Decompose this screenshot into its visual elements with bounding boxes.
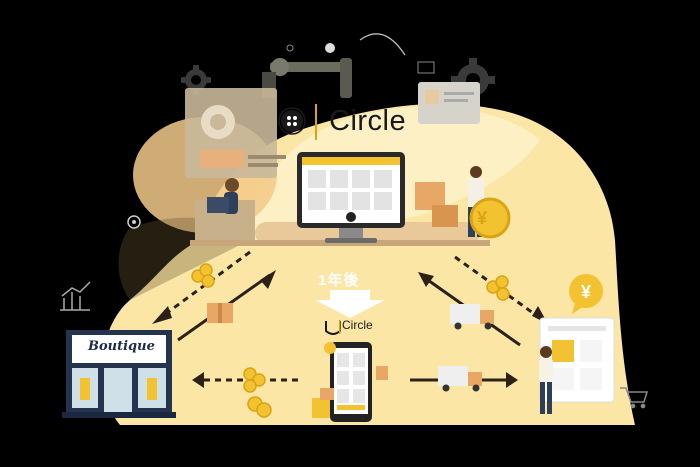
percent-badge-icon bbox=[324, 342, 336, 354]
arrowhead bbox=[260, 270, 276, 289]
coin-icon bbox=[469, 197, 511, 239]
truck-icon bbox=[450, 304, 494, 330]
coin-icon bbox=[486, 275, 510, 301]
down-arrow-icon bbox=[315, 290, 385, 318]
profile-panel bbox=[418, 82, 480, 124]
yen-symbol: ¥ bbox=[580, 282, 591, 302]
cart-icon bbox=[620, 387, 649, 409]
coin-icon bbox=[191, 263, 215, 288]
mail-icon bbox=[417, 61, 435, 74]
timeline-label: 1年後 bbox=[318, 272, 360, 289]
arrowhead bbox=[418, 272, 434, 287]
dot-icon bbox=[325, 43, 335, 53]
arrowhead bbox=[506, 372, 518, 388]
coin-yen-symbol: ¥ bbox=[477, 208, 488, 228]
parcel-icon bbox=[207, 303, 233, 323]
dashboard-panel bbox=[185, 88, 286, 178]
brand-title: Circle bbox=[329, 105, 407, 137]
chart-icon bbox=[60, 281, 91, 311]
dot-icon bbox=[286, 44, 294, 52]
curved-arrow-icon bbox=[359, 33, 406, 56]
monitor-icon bbox=[297, 152, 405, 243]
shop-icon bbox=[62, 330, 176, 418]
coin-icon bbox=[243, 367, 266, 393]
parcel-icon bbox=[320, 388, 334, 400]
browser-window-icon bbox=[539, 317, 615, 403]
circle-logo-icon bbox=[278, 107, 306, 135]
circle-logo-small-icon bbox=[325, 320, 341, 335]
logo-divider bbox=[315, 104, 317, 140]
customer-person-icon bbox=[539, 346, 553, 414]
gear-icon bbox=[127, 215, 141, 229]
arrowhead bbox=[192, 372, 204, 388]
shop-sign: Boutique bbox=[88, 339, 155, 354]
parcel-icon bbox=[312, 398, 330, 418]
arrowhead bbox=[152, 306, 172, 324]
coin-icon bbox=[247, 396, 272, 418]
worker-person-icon bbox=[207, 178, 239, 214]
yen-speech-icon bbox=[569, 274, 603, 314]
smartphone-icon bbox=[330, 342, 372, 422]
truck-icon bbox=[438, 366, 482, 392]
parcel-icon bbox=[432, 205, 458, 227]
shopping-bag-icon bbox=[376, 366, 388, 380]
brand-sub-title: Circle bbox=[342, 318, 373, 332]
